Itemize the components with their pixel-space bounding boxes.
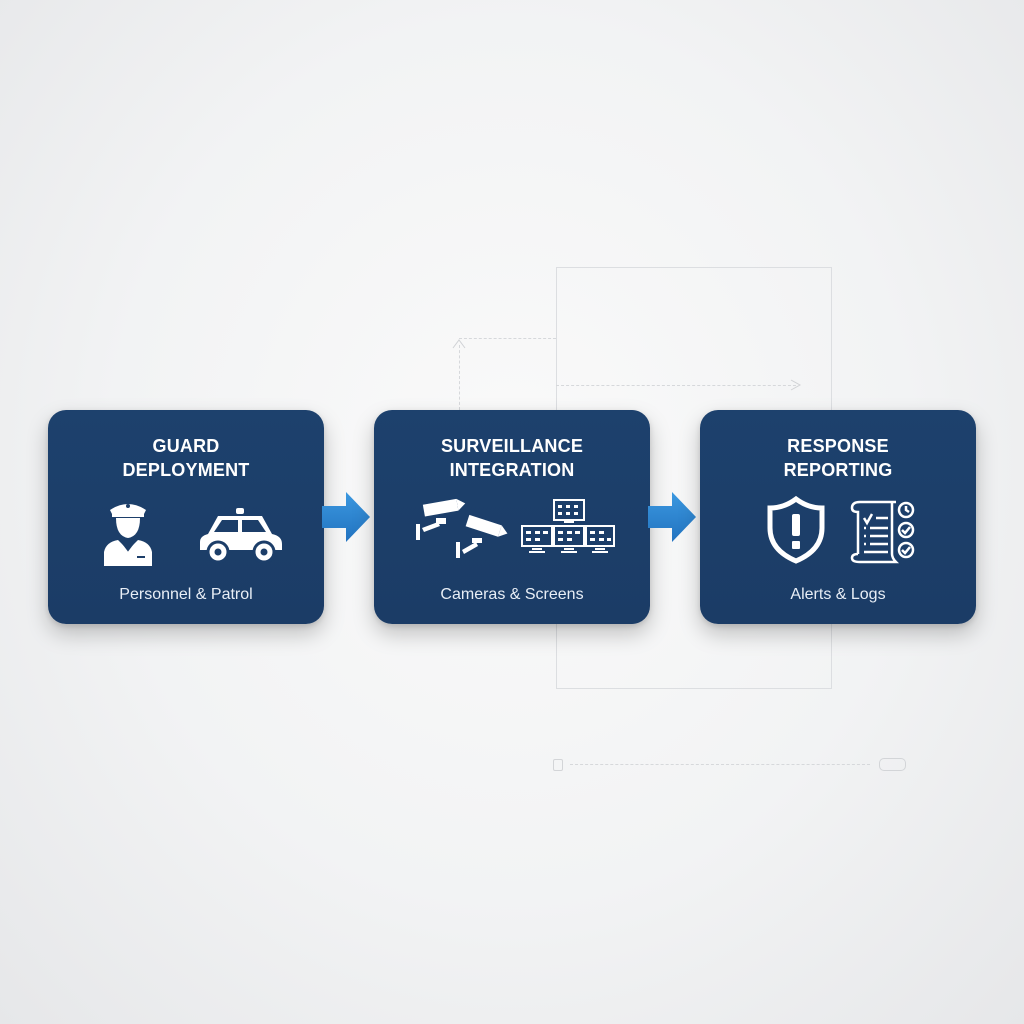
- step-card-response-reporting: RESPONSE REPORTING Alerts & Logs: [700, 410, 976, 624]
- background-handle-left: [553, 759, 563, 771]
- background-dashed-bottom: [570, 764, 870, 765]
- monitor-wall-icon: [521, 499, 615, 553]
- security-guard-icon: [104, 504, 152, 566]
- step-title: SURVEILLANCE INTEGRATION: [440, 436, 584, 480]
- step-title: RESPONSE REPORTING: [783, 436, 893, 480]
- step-subtitle: Cameras & Screens: [440, 586, 584, 603]
- flow-arrow-icon: [322, 492, 370, 542]
- step-title: GUARD DEPLOYMENT: [122, 436, 250, 480]
- step-subtitle: Alerts & Logs: [790, 586, 886, 603]
- step-subtitle: Personnel & Patrol: [119, 586, 253, 603]
- alert-shield-icon: [767, 496, 825, 564]
- step-card-guard-deployment: GUARD DEPLOYMENT Personnel & Patrol: [48, 410, 324, 624]
- flow-arrow-icon: [648, 492, 696, 542]
- patrol-car-icon: [200, 508, 282, 564]
- background-dashed-arrow: [556, 385, 796, 386]
- checklist-log-icon: [850, 500, 915, 564]
- cctv-cameras-icon: [416, 498, 508, 558]
- background-dashed-top: [459, 338, 556, 339]
- background-handle-right: [879, 758, 906, 771]
- background-right-arrow-icon: [790, 379, 802, 391]
- background-up-arrow-icon: [452, 339, 466, 349]
- step-card-surveillance-integration: SURVEILLANCE INTEGRATION: [374, 410, 650, 624]
- background-dashed-vertical: [459, 345, 460, 410]
